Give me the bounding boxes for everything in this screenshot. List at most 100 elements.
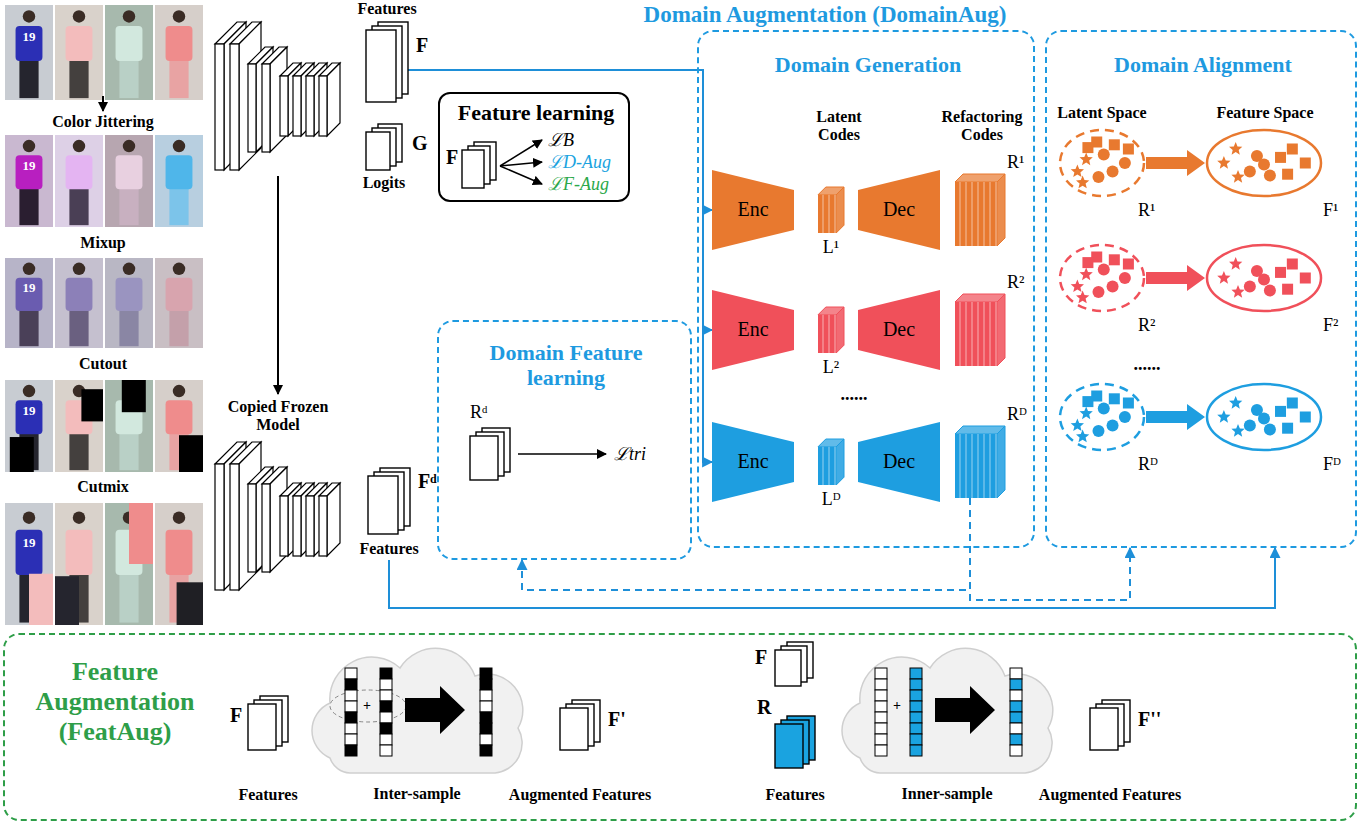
node-text: + — [363, 698, 371, 714]
circle-mark — [1244, 419, 1256, 431]
feature-stack: GLogits — [366, 124, 402, 170]
square-mark — [1287, 144, 1298, 155]
label-text: Cutmix — [77, 478, 129, 496]
circle-mark — [1107, 165, 1119, 177]
node-text: Rᴰ — [1138, 454, 1158, 475]
node-text: Augmented Features — [1039, 786, 1181, 804]
feature-stack: F — [775, 642, 813, 686]
feature-cell — [875, 745, 887, 756]
person-head — [123, 140, 135, 152]
cube-stripe — [966, 182, 967, 246]
transform-arrow — [405, 686, 465, 734]
node-text: Rᴰ — [1007, 404, 1027, 425]
square-mark — [1275, 406, 1286, 417]
photo-ground — [105, 135, 153, 227]
cube-stripe — [996, 434, 997, 498]
person-head — [173, 140, 185, 152]
layer-front — [319, 76, 327, 136]
person-head — [23, 10, 35, 22]
person-head — [23, 263, 35, 275]
shirt-number: 19 — [23, 281, 36, 296]
node-text: Feature Augmentation (FeatAug) — [20, 657, 210, 747]
star-mark — [1076, 430, 1089, 443]
person-legs — [19, 59, 38, 98]
group-box: Feature Augmentation (FeatAug)FFeatures+… — [3, 633, 1357, 821]
feature-stack-outline — [248, 696, 288, 750]
cube-stripe — [972, 434, 973, 498]
cube-stripe — [835, 447, 836, 485]
star-mark — [1231, 285, 1244, 298]
layer-front — [319, 496, 327, 556]
feature-cell — [480, 723, 492, 734]
person-shirt — [16, 400, 43, 434]
cube-stripe — [996, 302, 997, 366]
node-text: L¹ — [823, 237, 839, 258]
layer-front — [248, 64, 256, 152]
node-text: Lᴰ — [822, 489, 841, 510]
node-text: R¹ — [1138, 200, 1155, 221]
layer-front — [280, 76, 288, 136]
node-text: Feature learning — [458, 100, 615, 125]
node-text: R — [757, 696, 771, 719]
node-text: Inter-sample — [373, 785, 460, 803]
feature-cell — [345, 668, 357, 679]
cube-side — [836, 307, 844, 353]
feature-stack-outline — [366, 124, 402, 170]
circle-mark — [1119, 411, 1131, 423]
feature-cell — [875, 668, 887, 679]
person-shirt — [116, 155, 143, 189]
cutout-patch — [10, 437, 34, 472]
layer-front — [306, 76, 314, 136]
augment-cloud-outline — [830, 648, 1065, 783]
square-mark — [1300, 158, 1311, 169]
node-text: Features — [359, 540, 418, 558]
circle-mark — [1107, 280, 1119, 292]
star-mark — [1080, 407, 1093, 420]
feature-cell — [345, 690, 357, 701]
cube-stripe — [990, 182, 991, 246]
person-shirt — [66, 278, 93, 311]
code-block: R¹ — [955, 174, 1005, 246]
cube-stripe — [960, 182, 961, 246]
person-shirt — [166, 155, 193, 189]
code-block: Lᴰ — [818, 439, 844, 485]
star-mark — [1080, 268, 1093, 281]
square-mark — [1275, 267, 1286, 278]
feature-cell — [1010, 745, 1022, 756]
person-head — [173, 10, 185, 22]
node-text: L² — [823, 357, 839, 378]
node-text: Feature Space — [1216, 104, 1313, 122]
feature-cell — [345, 745, 357, 756]
feature-cell — [875, 734, 887, 745]
node-text: Domain Alignment — [1114, 52, 1292, 77]
space-ellipse: Rᴰ — [1058, 382, 1146, 452]
square-mark — [1082, 396, 1093, 407]
feature-cell — [380, 690, 392, 701]
feature-plate — [470, 436, 498, 480]
person-shirt — [16, 278, 43, 311]
cloud-outline — [312, 648, 523, 773]
square-mark — [1123, 398, 1134, 409]
feature-stack-outline — [775, 716, 815, 768]
cube-stripe — [984, 182, 985, 246]
space-ellipse-outline — [1058, 128, 1146, 198]
person-shirt — [66, 155, 93, 189]
square-mark — [1109, 393, 1120, 404]
space-ellipse-outline — [1058, 243, 1146, 313]
node-text: Dec — [883, 198, 915, 221]
node-text: R² — [1007, 272, 1024, 293]
circle-mark — [1107, 419, 1119, 431]
layer-front — [262, 484, 270, 572]
node-text: R¹ — [1007, 152, 1024, 173]
photo-ground — [5, 503, 53, 625]
space-ellipse: F¹ — [1205, 128, 1323, 198]
circle-mark — [1244, 280, 1256, 292]
code-block: L² — [818, 307, 844, 353]
photo-ground — [55, 380, 103, 472]
person-legs — [69, 59, 88, 98]
layer-side — [327, 63, 340, 136]
encoder-trapezoid: Enc — [712, 422, 794, 502]
square-mark — [1282, 169, 1293, 180]
node-text: F — [416, 34, 428, 57]
person-legs — [119, 309, 138, 346]
